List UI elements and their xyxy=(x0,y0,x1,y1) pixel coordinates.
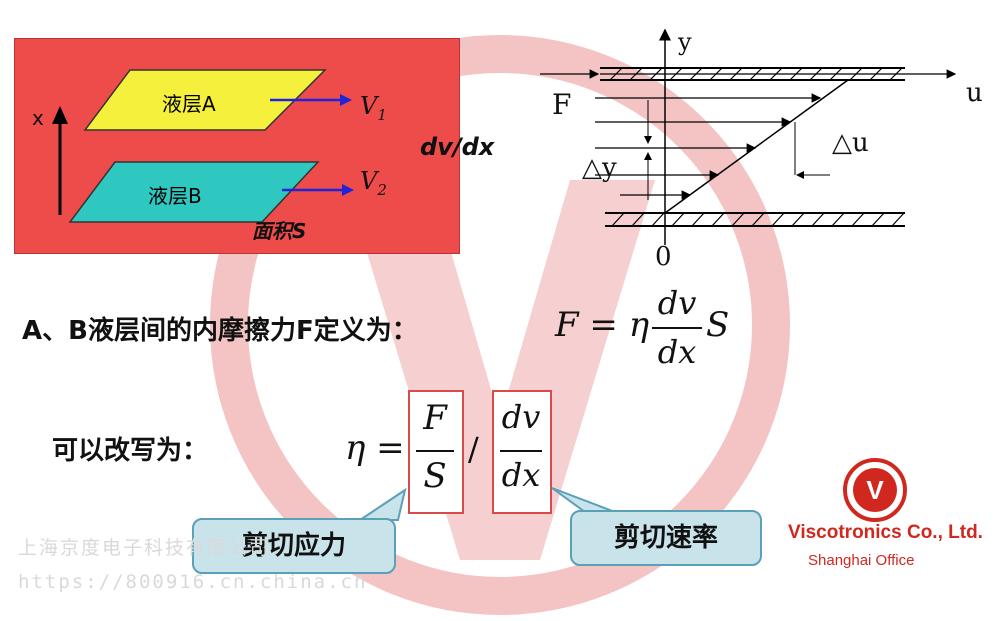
delta-y-label: △y xyxy=(582,153,617,183)
v1-label: V1 xyxy=(360,92,387,124)
stress-fraction-bar xyxy=(416,450,454,452)
rate-denominator: dx xyxy=(501,456,541,494)
layer-b-shape xyxy=(68,161,320,223)
shear-stress-callout: 剪切应力 xyxy=(192,518,396,574)
u-axis-label: u xyxy=(966,78,983,108)
rate-numerator: dv xyxy=(501,398,541,436)
office-name: Shanghai Office xyxy=(808,552,915,569)
definition-label: A、B液层间的内摩擦力F定义为： xyxy=(22,316,418,346)
shear-rate-callout: 剪切速率 xyxy=(570,510,762,566)
eta-lhs: η = xyxy=(345,428,405,468)
definition-numerator: dv xyxy=(657,284,697,322)
gradient-label: dv/dx xyxy=(420,133,495,161)
rate-fraction-bar xyxy=(500,450,542,452)
x-axis-label: x xyxy=(32,106,44,130)
division-slash: / xyxy=(468,430,479,468)
definition-fraction-bar xyxy=(652,327,702,329)
layer-b-label: 液层B xyxy=(148,184,202,208)
stress-numerator: F xyxy=(423,398,447,438)
shear-rate-box xyxy=(492,390,552,514)
rewrite-label: 可以改写为： xyxy=(52,436,209,466)
stress-denominator: S xyxy=(423,456,447,496)
origin-label: 0 xyxy=(655,242,672,272)
viscotronics-logo-icon: V xyxy=(843,458,907,522)
svg-text:V: V xyxy=(866,475,884,505)
layer-a-shape xyxy=(83,69,327,131)
v2-label: V2 xyxy=(360,167,387,199)
y-axis-label: y xyxy=(678,28,692,56)
shear-stress-box xyxy=(408,390,464,514)
company-name: Viscotronics Co., Ltd. xyxy=(788,522,983,543)
watermark-url: https://800916.cn.china.cn xyxy=(18,571,368,593)
delta-u-label: △u xyxy=(832,128,869,158)
layer-a-label: 液层A xyxy=(162,92,216,116)
definition-lhs: F = η xyxy=(555,305,650,345)
definition-rhs: S xyxy=(706,305,730,345)
force-label: F xyxy=(552,88,572,121)
watermark-company: 上海京度电子科技有限公司 xyxy=(18,537,271,559)
area-label: 面积S xyxy=(252,219,307,243)
definition-denominator: dx xyxy=(657,333,697,371)
